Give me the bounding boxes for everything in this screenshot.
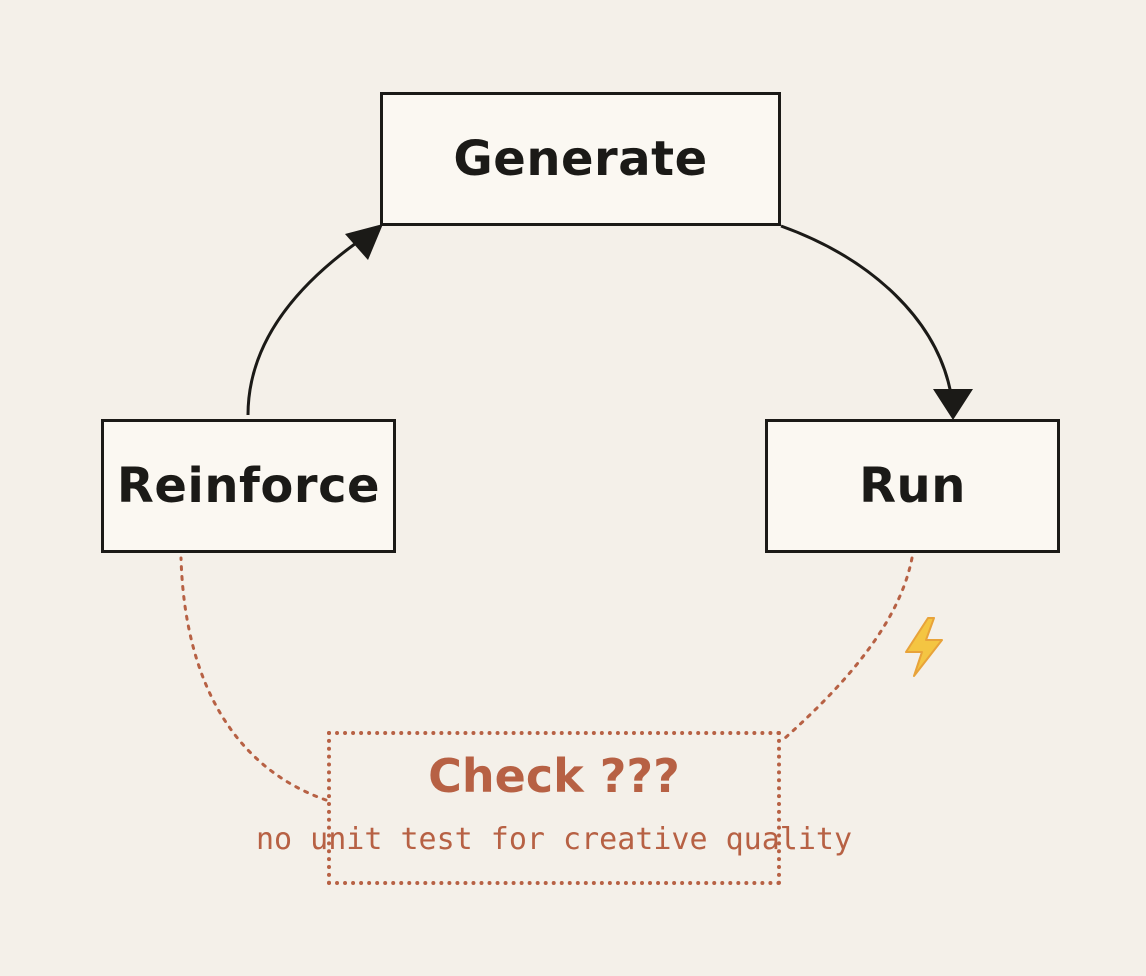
arrow-reinforce-to-generate (246, 230, 373, 416)
generate-node: Generate (380, 92, 781, 226)
check-box (327, 731, 781, 885)
reinforce-label: Reinforce (116, 458, 381, 514)
dotted-run-to-check (783, 556, 914, 740)
generate-label: Generate (453, 131, 708, 187)
run-node: Run (765, 419, 1060, 553)
arrow-generate-to-run (780, 224, 954, 401)
reinforce-node: Reinforce (101, 419, 396, 553)
check-subtitle: no unit test for creative quality (255, 822, 853, 857)
dotted-check-to-reinforce (179, 556, 328, 802)
arrowhead-generate (345, 224, 383, 260)
lightning-bolt-icon (905, 617, 943, 677)
check-title: Check ??? (428, 749, 680, 803)
arrowhead-run (933, 389, 973, 420)
run-label: Run (859, 458, 966, 514)
